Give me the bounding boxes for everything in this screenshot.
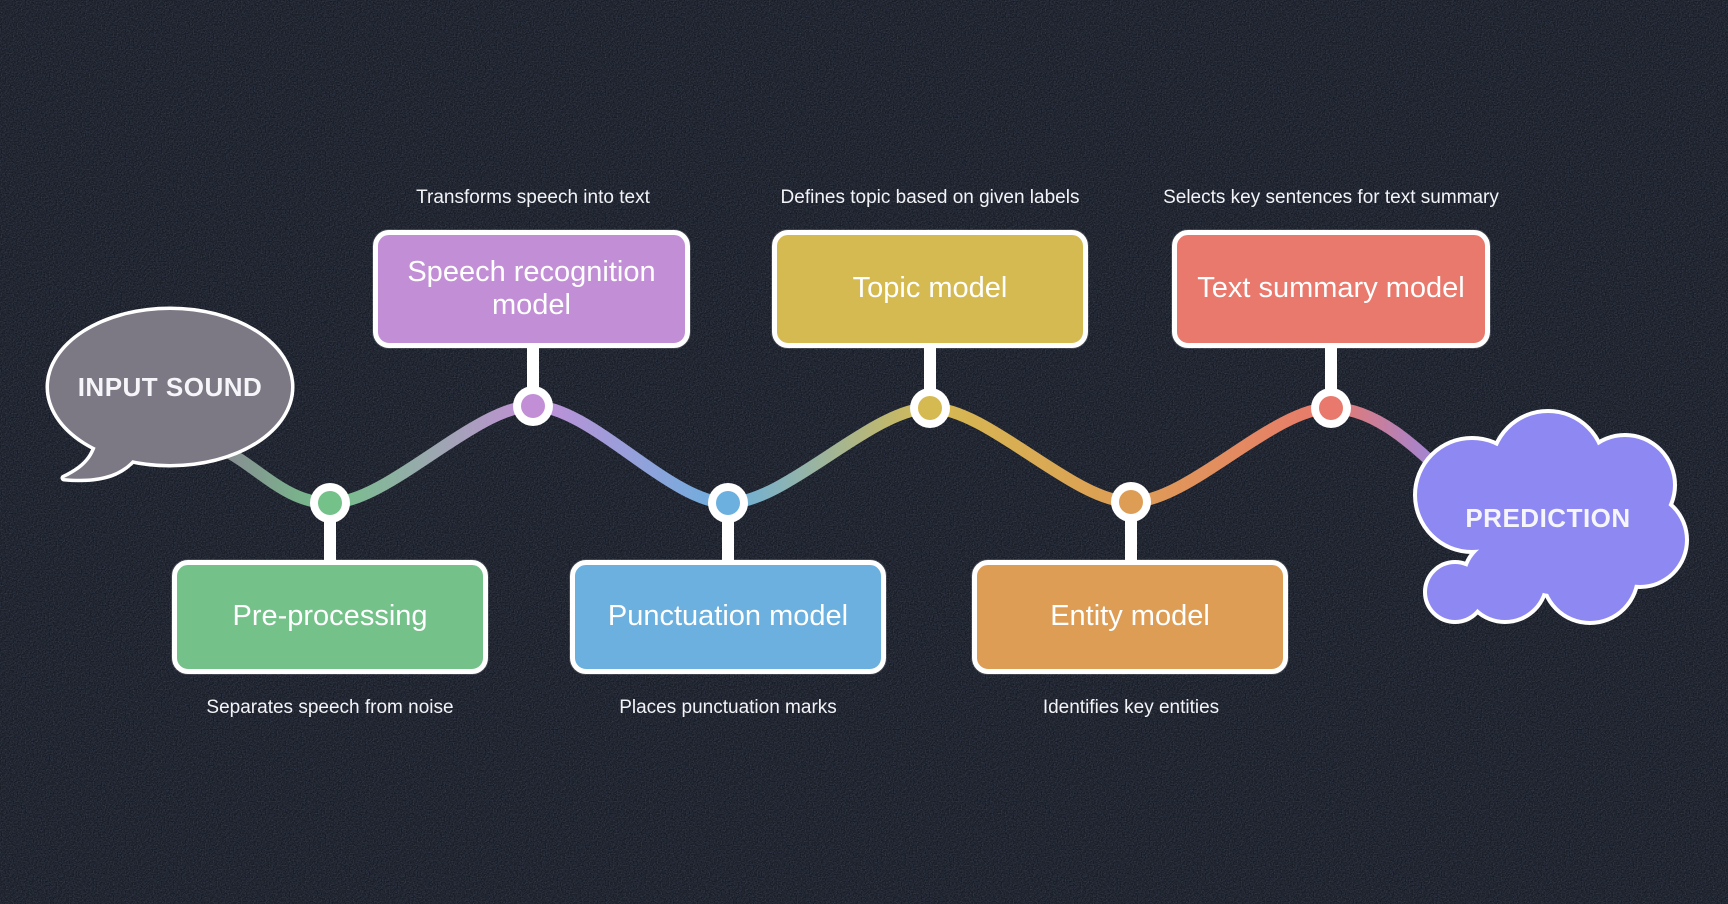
stage-label-text-summary: Text summary model [1197,272,1465,305]
node-speech-recognition [521,394,545,418]
stage-label-punctuation: Punctuation model [607,600,849,633]
node-text-summary [1319,396,1343,420]
caption-entity: Identifies key entities [1042,697,1220,718]
stage-label-speech-recognition: Speech recognition model [407,255,656,321]
prediction-label: PREDICTION [1465,503,1631,533]
stage-box-pre-processing: Pre-processing [172,560,488,674]
stage-box-text-summary: Text summary model [1172,230,1490,348]
input-speech-bubble-icon [45,306,295,483]
stage-box-entity: Entity model [972,560,1288,674]
node-pre-processing [318,491,342,515]
stage-box-topic: Topic model [772,230,1088,348]
input-sound-label: INPUT SOUND [77,372,263,402]
caption-text-summary: Selects key sentences for text summary [1163,187,1499,208]
stage-label-pre-processing: Pre-processing [232,600,428,633]
caption-pre-processing: Separates speech from noise [206,697,454,718]
stage-label-topic: Topic model [852,272,1008,305]
stage-box-punctuation: Punctuation model [570,560,886,674]
node-entity [1119,490,1143,514]
caption-punctuation: Places punctuation marks [619,697,837,718]
caption-speech-recognition: Transforms speech into text [416,187,650,208]
node-topic [918,396,942,420]
pipeline-wave-line [214,399,1468,510]
stage-label-entity: Entity model [1050,600,1210,633]
wave-nodes [310,386,1351,523]
prediction-cloud-icon [1413,409,1689,625]
caption-topic: Defines topic based on given labels [780,187,1080,208]
stage-box-speech-recognition: Speech recognition model [373,230,690,348]
node-punctuation [716,491,740,515]
